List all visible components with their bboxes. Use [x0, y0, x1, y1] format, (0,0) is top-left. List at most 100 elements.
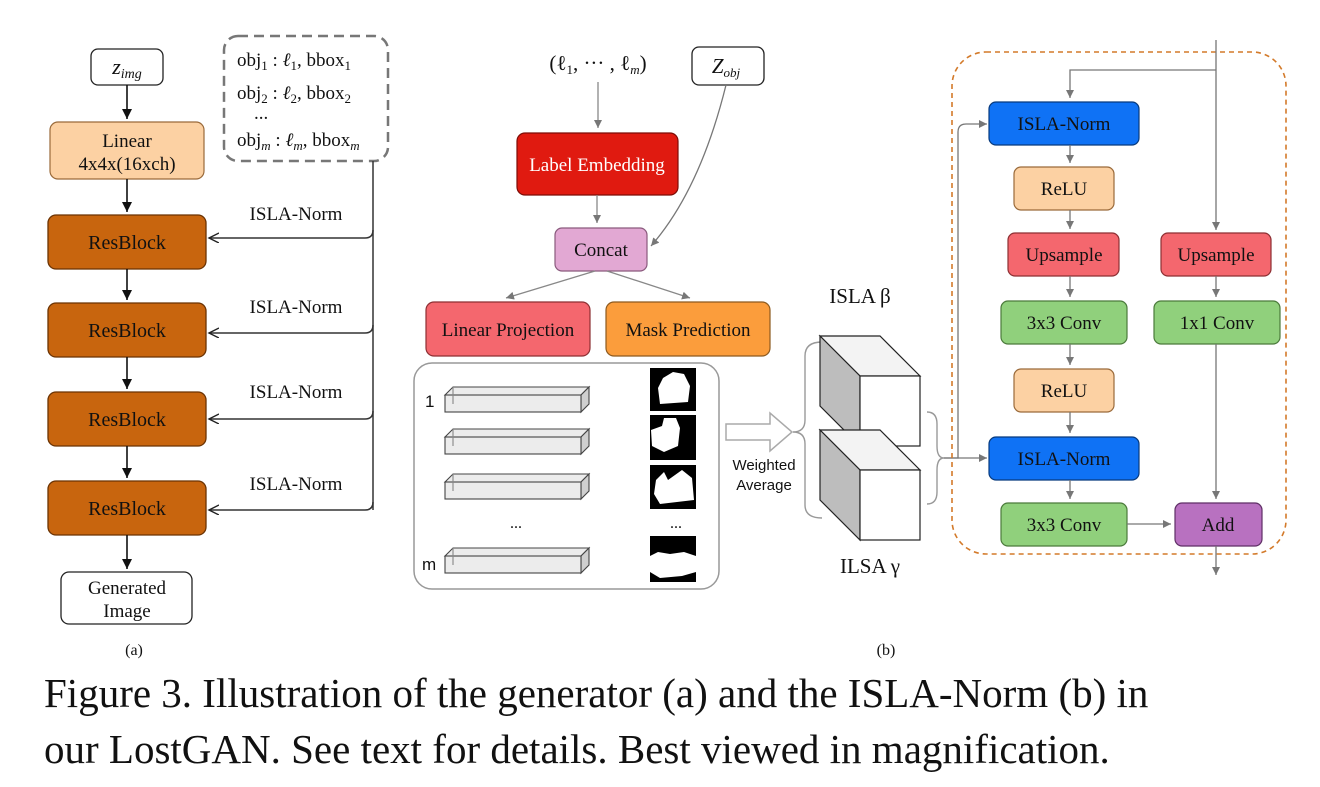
relu-2-node: ReLU [1013, 368, 1115, 413]
weighted-average-arrow [725, 411, 794, 453]
objects-box: obj1 : ℓ1, bbox1 obj2 : ℓ2, bbox2 ... ob… [222, 34, 390, 163]
projected-vector-3 [443, 472, 591, 501]
projected-vector-2 [443, 427, 591, 456]
figure-diagram: zimg Linear 4x4x(16xch) ResBlock ResBloc… [47, 34, 1287, 659]
upsample-right-label: Upsample [1177, 245, 1254, 266]
isla-norm-label-4: ISLA-Norm [250, 474, 343, 495]
resblock-label: ResBlock [88, 409, 166, 431]
caption-line-2: our LostGAN. See text for details. Best … [44, 726, 1110, 772]
residual-block-container [951, 51, 1287, 555]
projected-vector-1 [443, 385, 591, 414]
relu-1-node: ReLU [1013, 166, 1115, 211]
mask-prediction-node: Mask Prediction [605, 301, 771, 357]
add-label: Add [1202, 515, 1235, 536]
isla-beta-cube [818, 334, 922, 448]
brace-to-cubes [792, 341, 823, 519]
resblock-label: ResBlock [88, 320, 166, 342]
isla-beta-label: ISLA β [829, 284, 890, 308]
panel-b: (ℓ1, ··· , ℓm) Zobj Label Embedding Conc… [413, 40, 1287, 659]
mask-image-m [650, 536, 696, 582]
panel-a: zimg Linear 4x4x(16xch) ResBlock ResBloc… [47, 34, 390, 659]
isla-norm-label-1: ISLA-Norm [250, 204, 343, 225]
weighted-label-line2: Average [736, 477, 792, 494]
conv3x3-2-label: 3x3 Conv [1027, 515, 1102, 536]
row-label-first: 1 [425, 392, 434, 411]
resblock-3: ResBlock [47, 391, 207, 447]
upsample-left-label: Upsample [1025, 245, 1102, 266]
resblock-4: ResBlock [47, 480, 207, 536]
object-entry-1: obj1 : ℓ1, bbox1 [237, 50, 351, 73]
arrow-to-isla-norm-top [944, 120, 987, 459]
arrow-isla-norm-1 [209, 229, 374, 238]
label-tuple: (ℓ1, ··· , ℓm) [549, 51, 646, 77]
isla-norm-top-label: ISLA-Norm [1018, 114, 1111, 135]
z-img-node: zimg [90, 48, 164, 86]
panel-a-caption: (a) [125, 642, 143, 659]
weighted-label-line1: Weighted [732, 457, 795, 474]
generated-label-line2: Image [103, 601, 150, 622]
mask-prediction-label: Mask Prediction [625, 320, 751, 341]
z-obj-label: Z [712, 54, 724, 78]
mask-images: ... [650, 368, 696, 582]
figure-caption: Figure 3. Illustration of the generator … [44, 665, 1294, 777]
concat-node: Concat [554, 227, 648, 272]
arrow-input-isla-norm [1066, 69, 1216, 98]
object-entry-2: obj2 : ℓ2, bbox2 [237, 83, 351, 106]
arrow-concat-mask [606, 270, 691, 300]
arrow-concat-projection [505, 270, 596, 300]
object-entry-m: objm : ℓm, bboxm [237, 130, 360, 153]
row-label-last: m [422, 555, 436, 574]
caption-line-1: Figure 3. Illustration of the generator … [44, 670, 1149, 716]
projected-vector-m [443, 546, 591, 575]
upsample-left-node: Upsample [1007, 232, 1120, 277]
z-obj-node: Zobj [691, 46, 765, 86]
mask-image-2 [650, 415, 696, 460]
projected-vectors [443, 385, 591, 575]
generated-label-line1: Generated [88, 578, 167, 599]
label-embedding-node: Label Embedding [516, 132, 679, 196]
object-ellipsis: ... [254, 103, 268, 124]
concat-label: Concat [574, 240, 629, 261]
conv1x1-label: 1x1 Conv [1180, 313, 1255, 334]
resblock-label: ResBlock [88, 498, 166, 520]
add-node: Add [1174, 502, 1263, 547]
panel-b-caption: (b) [877, 642, 896, 659]
ilsa-gamma-cube [818, 428, 922, 542]
conv3x3-1-node: 3x3 Conv [1000, 300, 1128, 345]
linear-label: Linear [102, 131, 152, 152]
arrow-isla-norm-4 [209, 501, 374, 510]
generated-image-node: Generated Image [60, 571, 193, 625]
mask-image-3 [650, 465, 696, 509]
arrow-isla-norm-2 [209, 324, 374, 333]
linear-projection-node: Linear Projection [425, 301, 591, 357]
linear-projection-label: Linear Projection [442, 320, 575, 341]
isla-norm-bottom-node: ISLA-Norm [988, 436, 1140, 481]
svg-text:Zobj: Zobj [712, 54, 741, 80]
label-embedding-label: Label Embedding [529, 155, 665, 176]
svg-text:zimg: zimg [111, 54, 142, 82]
linear-dims: 4x4x(16xch) [78, 154, 175, 175]
arrow-isla-norm-3 [209, 410, 374, 419]
z-obj-subscript: obj [724, 65, 741, 80]
isla-norm-label-2: ISLA-Norm [250, 297, 343, 318]
relu-1-label: ReLU [1041, 179, 1088, 200]
mask-ellipsis: ... [670, 515, 682, 532]
brace-from-cubes [926, 411, 945, 505]
conv3x3-1-label: 3x3 Conv [1027, 313, 1102, 334]
isla-norm-label-3: ISLA-Norm [250, 382, 343, 403]
mask-image-1 [650, 368, 696, 411]
upsample-right-node: Upsample [1160, 232, 1272, 277]
ilsa-gamma-label: ILSA γ [840, 554, 900, 578]
conv1x1-node: 1x1 Conv [1153, 300, 1281, 345]
vector-ellipsis: ... [510, 515, 522, 532]
isla-norm-bottom-label: ISLA-Norm [1018, 449, 1111, 470]
z-img-subscript: img [121, 67, 142, 82]
arrow-zobj-concat [650, 84, 727, 247]
resblock-label: ResBlock [88, 232, 166, 254]
isla-norm-top-node: ISLA-Norm [988, 101, 1140, 146]
linear-node: Linear 4x4x(16xch) [49, 121, 205, 180]
resblock-1: ResBlock [47, 214, 207, 270]
relu-2-label: ReLU [1041, 381, 1088, 402]
conv3x3-2-node: 3x3 Conv [1000, 502, 1128, 547]
resblock-2: ResBlock [47, 302, 207, 358]
